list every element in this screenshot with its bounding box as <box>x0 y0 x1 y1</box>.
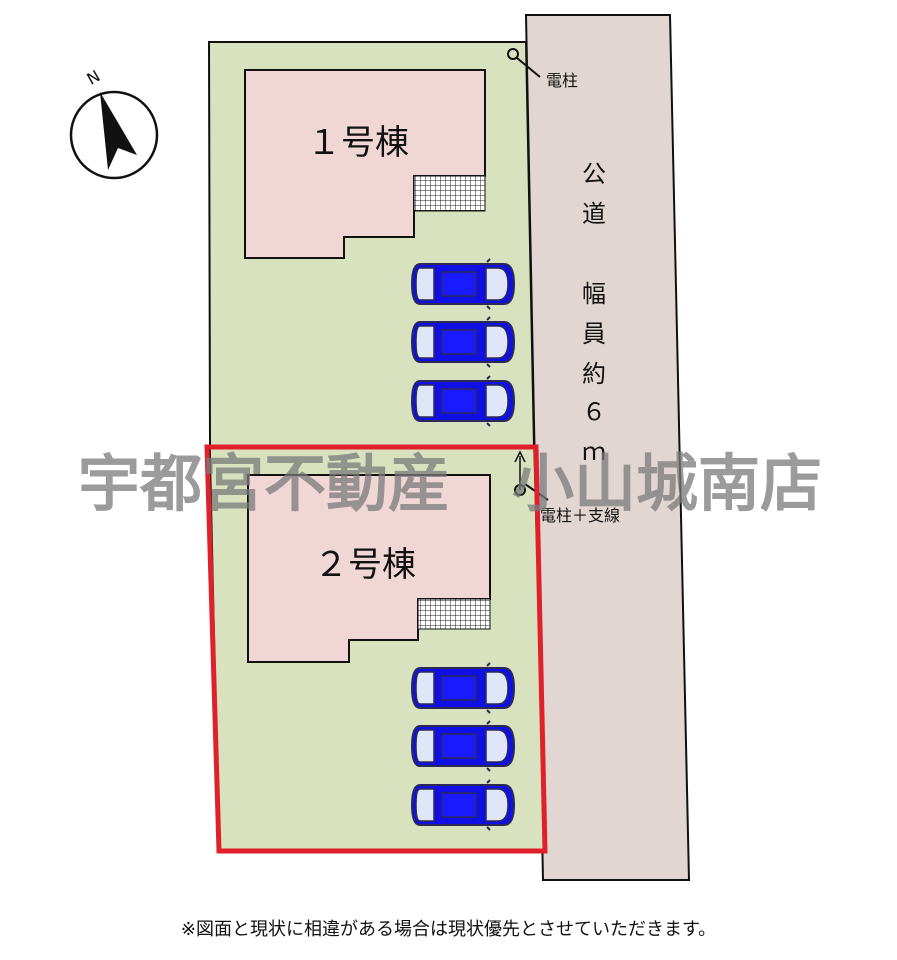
house-1-deck <box>413 175 486 212</box>
house-2 <box>247 474 491 663</box>
compass: N <box>69 66 159 180</box>
road-char: 公 <box>582 160 606 188</box>
house-1-label: １号棟 <box>307 123 409 163</box>
road-label: 公 道 幅 員 約 ６ ｍ <box>582 160 606 466</box>
parking-space <box>411 375 515 427</box>
north-arrow-icon <box>100 92 137 170</box>
utility-pole-label: 電柱 <box>546 71 578 90</box>
compass-ring <box>69 90 159 180</box>
parking-space <box>411 720 515 772</box>
road-char: ６ <box>582 398 606 426</box>
road-char: 約 <box>582 360 606 388</box>
house-2-label: ２号棟 <box>314 545 416 585</box>
utility-pole-icon <box>514 484 526 496</box>
lot-2-highlight <box>204 444 548 854</box>
parking-space <box>411 779 515 831</box>
road-char: 幅 <box>582 280 606 308</box>
parking-space <box>411 258 515 310</box>
utility-pole-icon <box>507 48 519 60</box>
footnote: ※図面と現状に相違がある場合は現状優先とさせていただきます。 <box>180 919 717 940</box>
road-char: ｍ <box>582 438 606 466</box>
pole-leader-line <box>516 57 541 78</box>
house-2-deck <box>417 598 491 630</box>
road-char: 員 <box>582 320 606 348</box>
stay-wire-arrow-icon <box>514 450 526 463</box>
utility-pole-stay-label: 電柱＋支線 <box>540 506 620 525</box>
parking-space <box>411 662 515 714</box>
road-char: 道 <box>582 200 606 228</box>
watermark: 宇都宮不動産 小山城南店 <box>78 447 822 520</box>
compass-north-label: N <box>84 66 104 88</box>
house-1 <box>244 69 486 259</box>
parking-space <box>411 316 515 368</box>
